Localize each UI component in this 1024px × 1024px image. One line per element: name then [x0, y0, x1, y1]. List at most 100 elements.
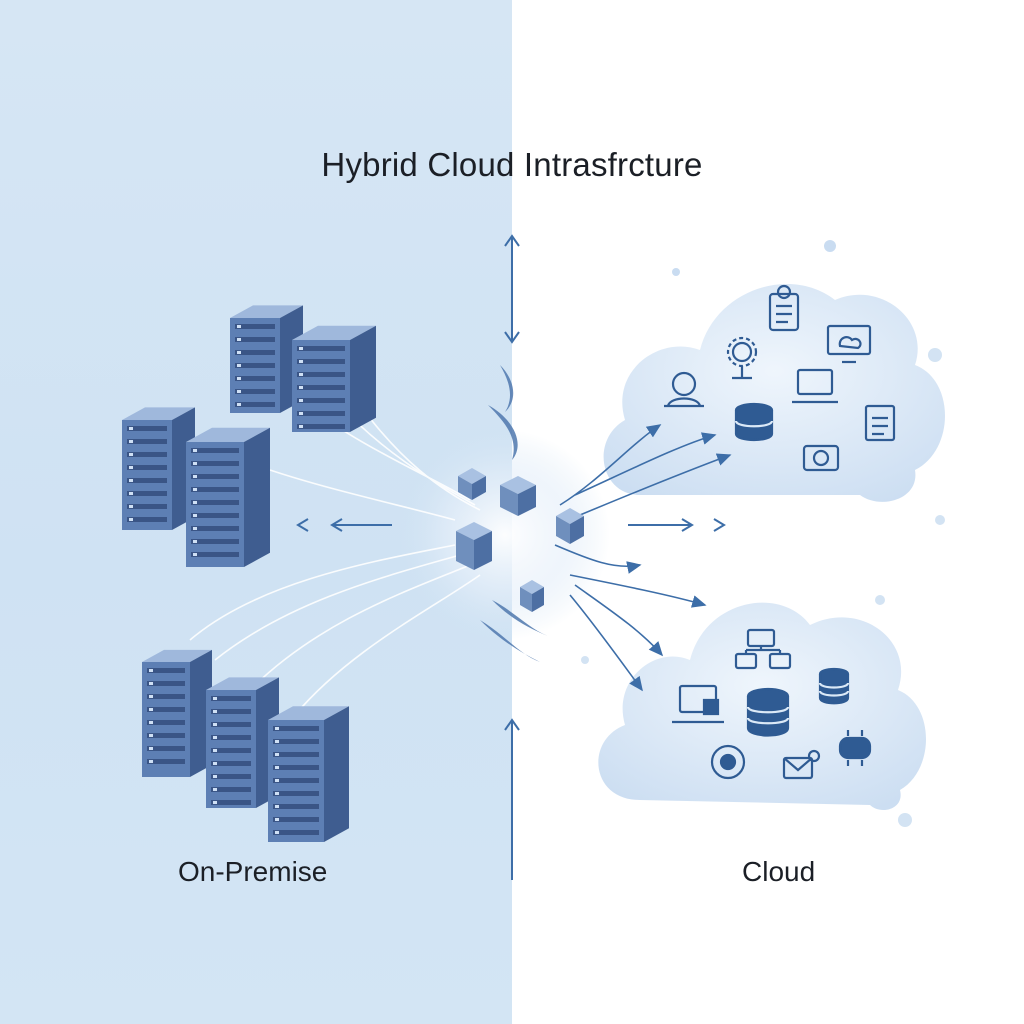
server-top [292, 325, 376, 340]
server-slot [273, 765, 319, 770]
server-led [129, 518, 133, 521]
user-icon [664, 371, 704, 408]
server-slot [127, 439, 167, 444]
server-led [299, 347, 303, 350]
server-top [230, 305, 303, 318]
server-slot [297, 424, 345, 429]
server-slot [235, 337, 275, 342]
hub-glow [400, 430, 610, 640]
server-slot [211, 735, 251, 740]
server-slot [211, 696, 251, 701]
server-slot [147, 681, 185, 686]
server-led [213, 723, 217, 726]
server-slot [211, 800, 251, 805]
server-led [275, 779, 279, 782]
server-slot [191, 552, 239, 557]
database-icon [746, 687, 790, 737]
server-slot [191, 474, 239, 479]
server-slot [211, 709, 251, 714]
server-led [275, 766, 279, 769]
server-slot [127, 465, 167, 470]
server-slot [211, 722, 251, 727]
server-slot [273, 817, 319, 822]
network-icon [734, 628, 792, 670]
server-slot [297, 346, 345, 351]
server-top [186, 427, 270, 442]
server-led [213, 775, 217, 778]
server-led [275, 727, 279, 730]
server-slot [297, 359, 345, 364]
server-rack [292, 325, 376, 432]
server-led [213, 749, 217, 752]
database-icon [818, 667, 850, 705]
plug-icon [838, 730, 872, 766]
server-slot [127, 517, 167, 522]
server-slot [191, 487, 239, 492]
server-side [350, 325, 376, 432]
server-rack [142, 649, 212, 777]
database-icon [734, 402, 774, 442]
server-slot [297, 398, 345, 403]
server-led [237, 351, 241, 354]
server-led [193, 514, 197, 517]
server-slot [147, 668, 185, 673]
server-slot [191, 539, 239, 544]
server-led [275, 753, 279, 756]
server-led [193, 501, 197, 504]
server-top [142, 649, 212, 662]
server-slot [191, 448, 239, 453]
server-slot [147, 759, 185, 764]
server-led [193, 527, 197, 530]
server-led [129, 427, 133, 430]
server-slot [235, 376, 275, 381]
server-slot [273, 791, 319, 796]
server-led [129, 453, 133, 456]
server-led [149, 747, 153, 750]
server-led [237, 325, 241, 328]
server-top [268, 706, 349, 720]
hub-cubes [456, 468, 584, 612]
server-rack [122, 407, 195, 530]
horizontal-arrows [296, 518, 726, 532]
gear-icon [726, 336, 758, 380]
server-led [149, 669, 153, 672]
server-slot [147, 707, 185, 712]
server-led [129, 479, 133, 482]
server-slot [191, 526, 239, 531]
server-top [122, 407, 195, 420]
server-led [193, 488, 197, 491]
server-led [237, 364, 241, 367]
server-led [299, 425, 303, 428]
on-premise-label: On-Premise [178, 856, 328, 887]
server-rack [268, 706, 349, 842]
monitor-icon [826, 324, 872, 364]
cloud-label: Cloud [742, 856, 816, 887]
server-led [237, 390, 241, 393]
on-premise-servers [122, 305, 376, 842]
server-rack [186, 427, 270, 567]
server-led [129, 505, 133, 508]
server-led [275, 792, 279, 795]
server-led [213, 801, 217, 804]
server-slot [235, 389, 275, 394]
server-front [122, 420, 172, 530]
server-slot [273, 752, 319, 757]
server-led [213, 762, 217, 765]
server-led [129, 440, 133, 443]
server-side [324, 706, 349, 842]
server-slot [147, 733, 185, 738]
server-slot [297, 411, 345, 416]
server-led [275, 831, 279, 834]
server-led [275, 818, 279, 821]
server-led [237, 377, 241, 380]
server-led [299, 373, 303, 376]
diagram-title: Hybrid Cloud Intrasfrcture [321, 146, 703, 183]
server-led [299, 399, 303, 402]
globe-icon [710, 744, 746, 780]
server-led [213, 697, 217, 700]
server-slot [273, 804, 319, 809]
server-slot [127, 452, 167, 457]
server-slot [191, 461, 239, 466]
server-side [244, 427, 270, 567]
